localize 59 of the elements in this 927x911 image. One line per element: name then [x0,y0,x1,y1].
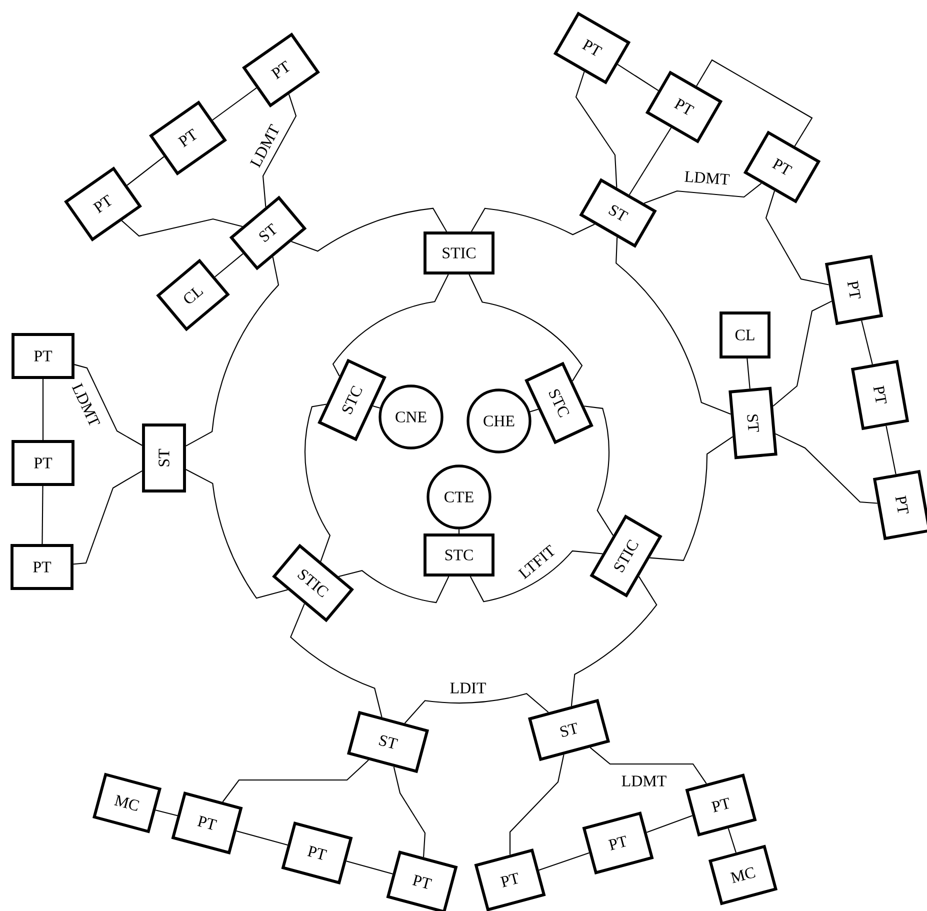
connector-line [570,576,658,706]
connector-line [262,94,297,207]
connector-line [575,72,618,188]
connector-line [73,470,142,565]
connector-line [470,550,603,602]
connector-line [338,570,450,604]
connector-line [772,300,832,407]
node-box: CL [720,312,770,358]
connector-line [590,747,707,784]
connector-line [886,426,896,474]
connector-line [646,815,692,833]
connector-line [404,693,549,724]
connector-line [728,828,736,853]
connector-line [155,810,178,816]
connector-line [530,408,538,412]
connector-line [222,760,369,802]
edge-label: LDIT [448,681,488,695]
connector-line [650,436,733,561]
connector-line [126,156,164,186]
connector-line [214,253,244,278]
connector-line [861,320,873,364]
connector-line [236,830,288,846]
node-box: STC [424,534,494,576]
connector-line [468,274,583,382]
connector-line [332,274,449,376]
connector-line [765,190,829,286]
edge-label: LDMT [682,170,732,186]
connector-line [291,208,448,252]
connector-line [617,64,659,91]
connector-line [212,88,257,120]
connector-line [121,218,243,237]
connector-line [42,486,44,544]
edge-label: LDMT [620,774,668,788]
connector-line [775,433,878,504]
node-box: PT [10,544,74,590]
connector-line [471,208,595,236]
connector-line [186,469,288,599]
connector-line [746,358,750,389]
connector-line [509,754,564,855]
connector-line [393,766,426,858]
connector-line [372,406,380,409]
node-box: PT [12,440,74,486]
connector-line [290,604,382,718]
node-box: ST [142,424,186,492]
connector-line [42,378,44,440]
connector-line [304,404,330,562]
connector-line [616,237,731,415]
connector-line [628,128,672,196]
connector-line [696,59,813,146]
connector-line [584,406,614,536]
node-box: STIC [424,232,494,274]
connector-line [74,364,142,446]
node-box: ST [728,386,778,460]
connector-line [346,860,393,874]
connector-line [538,852,590,871]
connector-line [458,529,460,534]
connector-line [644,182,762,204]
connector-line [186,256,280,446]
node-box: PT [12,333,74,379]
